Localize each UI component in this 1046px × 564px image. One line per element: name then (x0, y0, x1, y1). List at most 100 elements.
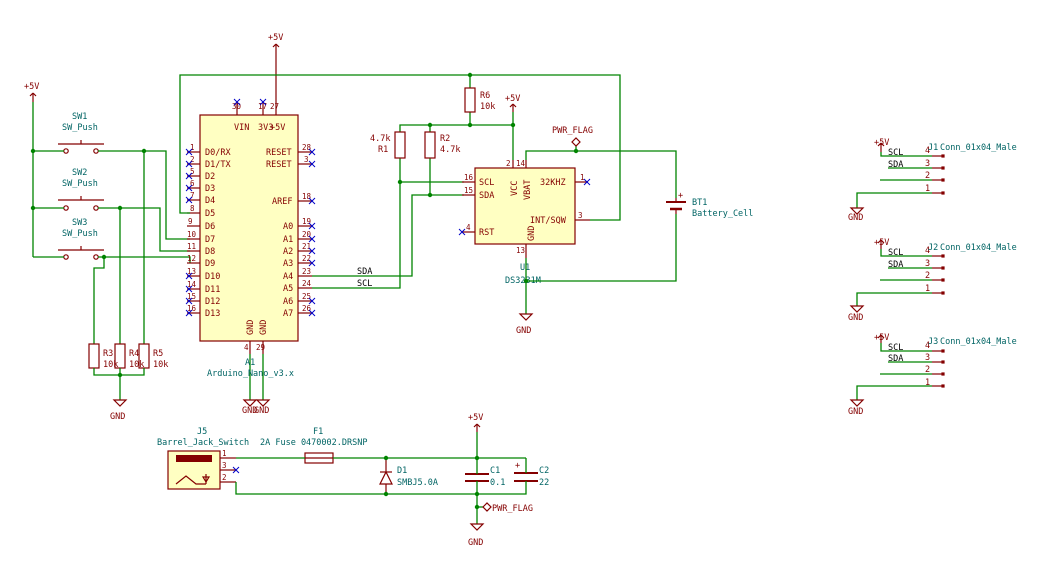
schematic-line (185, 272, 193, 280)
rtc-pins-khz-num-text: 1 (580, 173, 585, 182)
schematic-polyline (98, 256, 191, 263)
vin-num: 30 (232, 102, 242, 111)
arduino-right-pins-5-name-text: A2 (283, 247, 293, 257)
arduino-left-pins-0-num-text: 1 (190, 143, 195, 152)
schematic-line (512, 103, 517, 108)
schematic-text: + (678, 191, 683, 201)
arduino-left-pins-11-name-text: D11 (205, 285, 220, 295)
schematic-circle (30, 148, 36, 154)
schematic-line (275, 43, 280, 48)
arduino-left-pins-13-num-text: 16 (187, 304, 197, 313)
p5v-symbol-supply: +5V (468, 413, 483, 432)
arduino-left-pins-3-num-text: 6 (190, 179, 195, 188)
r2-ref: R2 (440, 134, 450, 144)
c2-value: 22 (539, 478, 549, 488)
schematic-line (583, 178, 591, 186)
pwr-flag-supply: PWR_FLAG (482, 502, 533, 514)
schematic-line (458, 228, 466, 236)
arduino-right-pins-6-num-text: 22 (302, 254, 311, 263)
schematic-circle (117, 372, 123, 378)
schematic-line (880, 239, 885, 244)
cap-c1: C1 0.1 (465, 466, 505, 488)
power-p5v-text: +5V (874, 333, 889, 343)
connectors-0-pins-1-text: 3 (925, 159, 930, 169)
arduino-left-pins-4-name-text: D4 (205, 196, 215, 206)
r4: R4 10k (114, 343, 144, 370)
schematic-rect (176, 455, 212, 462)
schematic-polygon (201, 476, 211, 484)
schematic-circle (63, 148, 69, 154)
schematic-polyline (312, 181, 464, 289)
schematic-polyline (856, 292, 932, 306)
no-connect-mark (233, 98, 267, 106)
rtc-pins-sda-num-text: 15 (464, 186, 473, 195)
net-sda: SDA (357, 267, 372, 277)
connectors-2-labels-1-text: SDA (888, 354, 903, 364)
schematic-line (308, 222, 316, 230)
schematic-polygon (849, 305, 865, 313)
connectors-0-pins-0-text: 4 (925, 146, 930, 156)
connectors-1-labels-1-text: SDA (888, 260, 903, 270)
schematic-rect (941, 254, 945, 258)
arduino-left-pins-5-name-text: D5 (205, 209, 215, 219)
rtc-pins-vbat-name-text: VBAT (523, 180, 533, 200)
vin-name: VIN (234, 123, 249, 133)
arduino-left-pins-8-name-text: D8 (205, 247, 215, 257)
gnd-label: GND (254, 406, 269, 416)
schematic-line (308, 160, 316, 168)
r5-value: 10k (153, 360, 168, 370)
pulldown-gnd-wires (93, 368, 145, 400)
r1-ref: R1 (378, 145, 388, 155)
arduino-left-pins-7-name-text: D7 (205, 235, 215, 245)
arduino-value: Arduino_Nano_v3.x (207, 369, 294, 379)
gnd-label: GND (242, 406, 257, 416)
power-gnd-text: GND (848, 213, 863, 223)
connectors-0-pins-2-text: 2 (925, 171, 930, 181)
arduino-bottom-pins-1-num-text: 29 (256, 343, 265, 352)
schematic-line (29, 92, 34, 97)
arduino-right-pins-4-name-text: A1 (283, 235, 293, 245)
schematic-circle (63, 205, 69, 211)
barrel-pins-1-text: 3 (222, 461, 227, 470)
schematic-line (308, 197, 316, 205)
arduino-right-pins-4-num-text: 20 (302, 230, 312, 239)
f1-ref: F1 (313, 427, 323, 437)
gnd-label: GND (468, 538, 483, 548)
schematic-circle (510, 122, 516, 128)
arduino-left-pins-6-name-text: D6 (205, 222, 215, 232)
r4-ref: R4 (129, 349, 139, 359)
connectors-2-pins-1-text: 3 (925, 353, 930, 363)
schematic-circle (93, 254, 99, 260)
arduino-left-pins-8-num-text: 11 (187, 242, 196, 251)
schematic-circle (141, 148, 147, 154)
sw2-value: SW_Push (62, 179, 98, 189)
schematic-polygon (849, 207, 865, 215)
schematic-polygon (242, 399, 258, 407)
schematic-rect (941, 191, 945, 195)
rtc-pins-khz-name-text: 32KHZ (540, 178, 566, 188)
arduino-left-pins-0-name-text: D0/RX (205, 148, 231, 158)
schematic-circle (523, 278, 529, 284)
arduino-nano: 30 17 27 VIN 3V3 +5V 1D0/RX 2D1/TX 5D2 6… (185, 53, 316, 400)
schematic-rect (199, 114, 299, 342)
p5v-symbol-arduino: +5V (268, 33, 283, 53)
schematic-circle (474, 491, 480, 497)
rtc-pins-int-num-text: 3 (578, 211, 583, 220)
arduino-left-pins-7-num-text: 10 (187, 230, 197, 239)
schematic-line (308, 247, 316, 255)
schematic-circle (101, 254, 107, 260)
sw3-ref: SW3 (72, 218, 87, 228)
schematic-line (877, 142, 882, 147)
arduino-left-pins-5-num-text: 8 (190, 204, 195, 213)
schematic-circle (397, 179, 403, 185)
rtc-ds3231m: 16 15 4 SCL SDA RST 2 14 VCC VBAT 1 3 32… (458, 159, 591, 286)
pwr-flag-rtc: PWR_FLAG (552, 126, 593, 147)
j1-value: Conn_01x04_Male (940, 143, 1017, 153)
schematic-line (185, 309, 193, 317)
c1-ref: C1 (490, 466, 500, 476)
pwr-flag-label: PWR_FLAG (492, 504, 533, 514)
barrel-pins-0-text: 1 (222, 449, 227, 458)
